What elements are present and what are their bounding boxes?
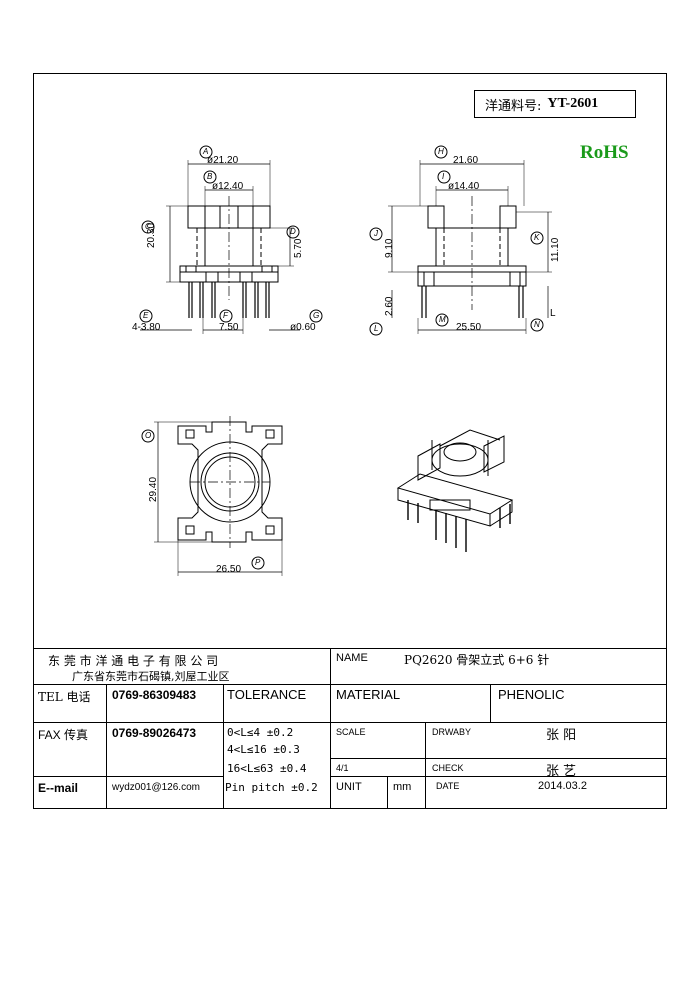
dim-j: 9.10 [384, 238, 395, 258]
part-number-value: YT-2601 [547, 96, 599, 111]
marker-d: D [290, 227, 296, 236]
scale-value: 4/1 [336, 763, 349, 773]
tel-label: TEL 电话 [38, 690, 91, 704]
dim-a: ø21.20 [207, 155, 239, 166]
fax-label: FAX 传真 [38, 728, 89, 742]
dim-f: 7.50 [219, 322, 239, 333]
dim-m: 25.50 [456, 322, 482, 333]
tolerance-row-2: 4<L≤16 ±0.3 [227, 743, 300, 756]
marker-h: H [438, 147, 444, 156]
dim-h: 21.60 [453, 155, 479, 166]
dim-g: ø0.60 [290, 322, 316, 333]
company-name: 东 莞 市 洋 通 电 子 有 限 公 司 [48, 654, 219, 668]
tolerance-label: TOLERANCE [227, 687, 307, 702]
tel-value: 0769-86309483 [112, 688, 197, 702]
marker-k: K [534, 233, 540, 242]
drawing-frame [33, 73, 667, 809]
marker-l: L [374, 324, 379, 333]
marker-o: O [145, 431, 152, 440]
front-view [139, 145, 323, 334]
dim-n: L [550, 308, 556, 319]
date-label: DATE [436, 781, 460, 791]
unit-label: UNIT [336, 781, 362, 793]
marker-i: I [442, 172, 445, 181]
email-label: E--mail [38, 781, 79, 795]
dim-p: 26.50 [216, 564, 242, 575]
top-view [141, 416, 283, 576]
tolerance-row-1: 0<L≤4 ±0.2 [227, 726, 294, 739]
dim-l: 2.60 [384, 296, 395, 316]
scale-label: SCALE [336, 727, 366, 737]
name-value: PQ2620 骨架立式 6+6 针 [404, 653, 550, 667]
drawby-label: DRWABY [432, 727, 472, 737]
dim-o: 29.40 [148, 476, 159, 502]
date-value: 2014.03.2 [538, 780, 587, 792]
side-view [369, 145, 552, 336]
company-address: 广东省东莞市石碣镇,刘屋工业区 [72, 670, 230, 683]
marker-m: M [439, 315, 446, 324]
name-label: NAME [336, 652, 368, 664]
dim-b: ø12.40 [212, 181, 244, 192]
isometric-view [396, 429, 514, 552]
tolerance-row-4: Pin pitch ±0.2 [225, 781, 318, 794]
marker-a: A [203, 147, 209, 156]
dim-i: ø14.40 [448, 181, 480, 192]
check-value: 张 艺 [546, 764, 577, 779]
fax-value: 0769-89026473 [112, 726, 197, 740]
part-number-box: 洋通料号: YT-2601 [474, 90, 636, 118]
email-value: wydz001@126.com [112, 782, 200, 793]
unit-value: mm [393, 781, 412, 793]
tolerance-row-3: 16<L≤63 ±0.4 [227, 762, 307, 775]
marker-b: B [207, 172, 213, 181]
marker-f: F [223, 311, 228, 320]
rohs-mark: RoHS [580, 142, 629, 163]
material-label: MATERIAL [336, 687, 401, 702]
marker-n: N [534, 320, 540, 329]
part-number-label: 洋通料号: [485, 98, 542, 114]
marker-c: C [145, 222, 151, 231]
dim-d: 5.70 [293, 238, 304, 258]
drawby-value: 张 阳 [546, 728, 577, 743]
marker-p: P [255, 558, 261, 567]
marker-e: E [143, 311, 149, 320]
marker-g: G [313, 311, 320, 320]
dim-k: 11.10 [550, 237, 561, 262]
marker-j: J [374, 229, 378, 238]
check-label: CHECK [432, 763, 464, 773]
material-value: PHENOLIC [498, 687, 565, 702]
dim-e: 4-3.80 [132, 322, 161, 333]
